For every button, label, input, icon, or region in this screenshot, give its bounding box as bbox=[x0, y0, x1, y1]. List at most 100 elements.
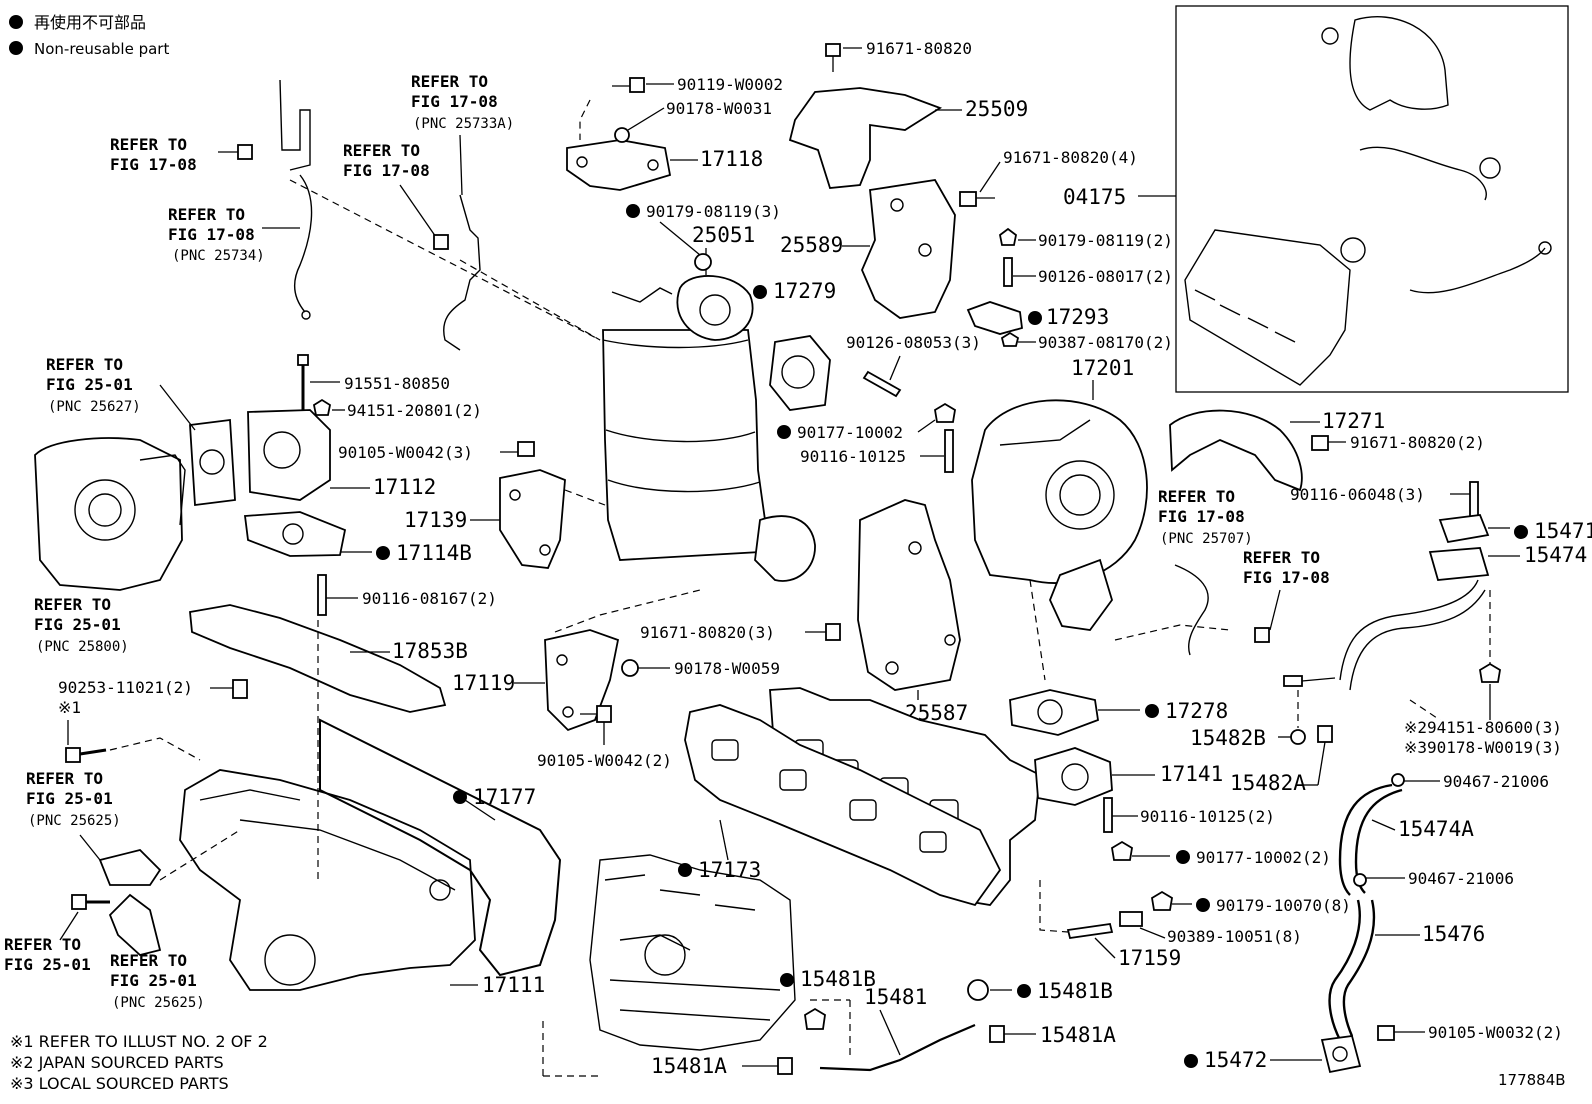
nut-icon bbox=[621, 659, 639, 677]
sensor-2 bbox=[443, 194, 481, 351]
part-90253-11021-2: 90253-11021(2) bbox=[58, 678, 193, 697]
part-17112: 17112 bbox=[373, 475, 436, 499]
part-90178-W0019-3: 90178-W0019(3) bbox=[1427, 738, 1562, 757]
ref-10-line2: FIG 17-08 bbox=[1158, 507, 1245, 526]
inset-gasket bbox=[1321, 27, 1339, 45]
nut-icon bbox=[934, 402, 956, 423]
converter-body bbox=[602, 329, 766, 561]
inset-manifold bbox=[1184, 229, 1351, 386]
gasket-17279 bbox=[769, 335, 831, 411]
part-17114B: 17114B bbox=[396, 541, 472, 565]
part-90178-W0059: 90178-W0059 bbox=[674, 659, 780, 678]
inset-ring bbox=[1479, 157, 1501, 179]
gasket-icon bbox=[967, 979, 989, 1001]
bolt-icon bbox=[65, 747, 81, 763]
footnotes: ※1 REFER TO ILLUST NO. 2 OF 2 ※2 JAPAN S… bbox=[10, 1032, 268, 1093]
part-90177-10002-2: 90177-10002(2) bbox=[1196, 848, 1331, 867]
part-25589: 25589 bbox=[780, 233, 843, 257]
ref-1-line1: REFER TO bbox=[110, 135, 187, 154]
nut-icon bbox=[999, 227, 1017, 246]
ref-6-line2: FIG 25-01 bbox=[34, 615, 121, 634]
part-90116-08167-2: 90116-08167(2) bbox=[362, 589, 497, 608]
part-17111: 17111 bbox=[482, 973, 545, 997]
cylinder-block bbox=[589, 854, 796, 1051]
part-15481B-a: 15481B bbox=[800, 967, 876, 991]
manifold-flange bbox=[1034, 747, 1113, 806]
ref-4-line3: (PNC 25733A) bbox=[413, 116, 514, 132]
bolt-icon bbox=[777, 1057, 793, 1075]
part-91551-80850: 91551-80850 bbox=[344, 374, 450, 393]
gasket-17278 bbox=[1009, 689, 1099, 736]
pipe-15476 bbox=[1328, 899, 1361, 1041]
gasket-icon bbox=[1290, 729, 1306, 745]
part-90467-21006-a: 90467-21006 bbox=[1443, 772, 1549, 791]
ref-2-line1: REFER TO bbox=[168, 205, 245, 224]
part-90389-10051-8: 90389-10051(8) bbox=[1167, 927, 1302, 946]
footnote-1: ※1 REFER TO ILLUST NO. 2 OF 2 bbox=[10, 1032, 268, 1051]
gasket-icon bbox=[189, 418, 236, 507]
ref-5-line2: FIG 25-01 bbox=[46, 375, 133, 394]
ref-3-line2: FIG 17-08 bbox=[343, 161, 430, 180]
part-15482B: 15482B bbox=[1190, 726, 1266, 750]
collar-icon bbox=[1000, 331, 1020, 347]
legend-en: Non-reusable part bbox=[34, 40, 169, 58]
heat-insulator-17271 bbox=[1169, 409, 1303, 492]
clamp-icon bbox=[1391, 773, 1405, 787]
part-17118: 17118 bbox=[700, 147, 763, 171]
ref-4-line1: REFER TO bbox=[411, 72, 488, 91]
gasket-17114B bbox=[243, 511, 347, 557]
gasket-15471 bbox=[1438, 514, 1490, 544]
sensor-wire bbox=[293, 174, 313, 313]
part-15476: 15476 bbox=[1422, 922, 1485, 946]
part-91671-80820-4: 91671-80820(4) bbox=[1003, 148, 1138, 167]
ref-3-line1: REFER TO bbox=[343, 141, 420, 160]
bolt-icon bbox=[825, 623, 841, 641]
illustration-id: 177884B bbox=[1498, 1071, 1566, 1089]
bolt-icon bbox=[825, 43, 841, 57]
inset-hose bbox=[1409, 247, 1546, 294]
legend-jp: 再使用不可部品 bbox=[34, 13, 146, 32]
stud-icon bbox=[317, 574, 327, 616]
part-90467-21006-b: 90467-21006 bbox=[1408, 869, 1514, 888]
inset-turbo bbox=[1349, 16, 1449, 111]
ref-4-line2: FIG 17-08 bbox=[411, 92, 498, 111]
turbo-outlet bbox=[1049, 558, 1113, 631]
sensor-bracket bbox=[279, 79, 311, 171]
inset-frame bbox=[1175, 5, 1569, 393]
inset-pipe bbox=[1359, 146, 1487, 201]
ref-7-line3: (PNC 25625) bbox=[28, 813, 121, 829]
oil-pipe-15481 bbox=[819, 1023, 976, 1072]
nut-icon bbox=[1111, 840, 1133, 861]
part-17159: 17159 bbox=[1118, 946, 1181, 970]
part-15472: 15472 bbox=[1204, 1048, 1267, 1072]
part-15481A-a: 15481A bbox=[1040, 1023, 1116, 1047]
part-15474A: 15474A bbox=[1398, 817, 1474, 841]
stud-icon bbox=[1066, 922, 1114, 940]
stud-icon bbox=[944, 429, 954, 473]
part-15481A-b: 15481A bbox=[651, 1054, 727, 1078]
clamp-icon bbox=[1353, 873, 1367, 887]
gasket-17173 bbox=[684, 704, 1002, 907]
gasket-17293 bbox=[966, 301, 1023, 335]
ref-2-line2: FIG 17-08 bbox=[168, 225, 255, 244]
bracket-17139 bbox=[499, 469, 566, 569]
bolt-icon bbox=[433, 234, 449, 250]
part-90126-08017-2: 90126-08017(2) bbox=[1038, 267, 1173, 286]
part-17279: 17279 bbox=[773, 279, 836, 303]
hose-15474A bbox=[1338, 783, 1393, 896]
part-90179-08119-3: 90179-08119(3) bbox=[646, 202, 781, 221]
part-90178-W0031: 90178-W0031 bbox=[666, 99, 772, 118]
part-90105-W0032-2: 90105-W0032(2) bbox=[1428, 1023, 1563, 1042]
part-17271: 17271 bbox=[1322, 409, 1385, 433]
ref-8-line1: REFER TO bbox=[4, 935, 81, 954]
bolt-icon bbox=[1311, 435, 1329, 451]
heat-insulator-25509 bbox=[788, 87, 943, 189]
legend-dot-icon bbox=[9, 15, 23, 29]
part-15481: 15481 bbox=[864, 985, 927, 1009]
nut-icon bbox=[312, 398, 332, 416]
part-15482A: 15482A bbox=[1230, 771, 1306, 795]
ref-5-line3: (PNC 25627) bbox=[48, 399, 141, 415]
bolt-icon bbox=[1317, 725, 1333, 743]
ref-9-line1: REFER TO bbox=[110, 951, 187, 970]
